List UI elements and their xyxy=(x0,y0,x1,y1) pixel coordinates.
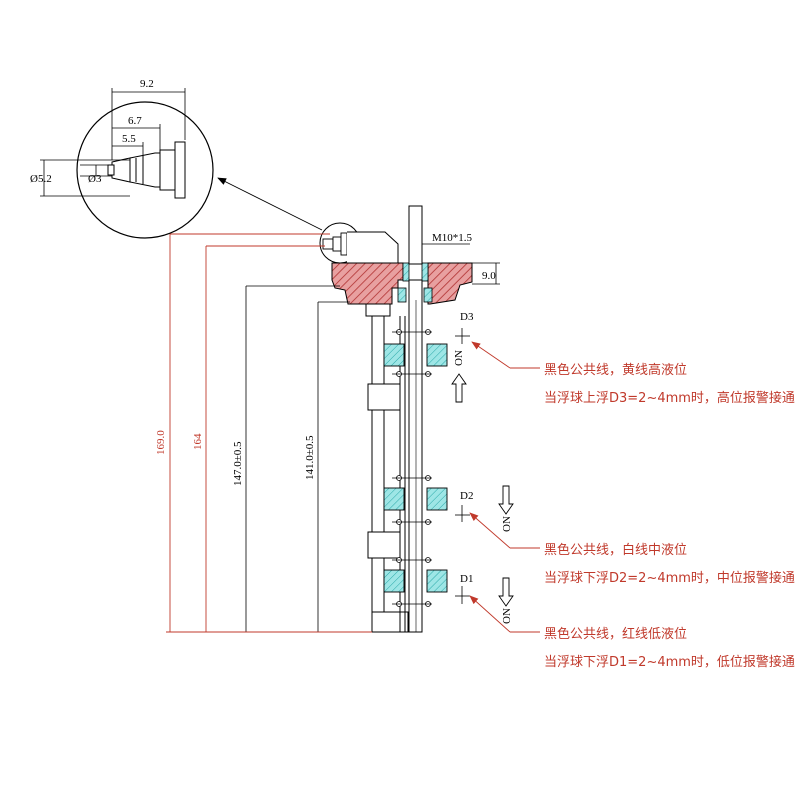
detail-leader xyxy=(217,177,323,231)
flange-height: 9.0 xyxy=(482,270,496,282)
thread-label: M10*1.5 xyxy=(432,232,473,244)
main-dimlines xyxy=(245,243,500,632)
guard xyxy=(365,303,409,633)
on-mid: ON xyxy=(501,516,513,532)
float-low-left xyxy=(383,569,405,593)
note-high-1: 黑色公共线，黄线高液位 xyxy=(544,362,687,378)
float-low-right xyxy=(426,569,448,593)
note-mid-1: 黑色公共线，白线中液位 xyxy=(544,542,687,558)
float-mid-left xyxy=(383,487,405,511)
level-d1: D1 xyxy=(460,573,473,585)
arrow-down-icon-2 xyxy=(498,577,514,607)
dia-3: Ø3 xyxy=(88,173,102,185)
note-low-2: 当浮球下浮D1=2~4mm时，低位报警接通 xyxy=(544,654,795,670)
nozzle xyxy=(322,232,348,256)
note-high-2: 当浮球上浮D3=2~4mm时，高位报警接通 xyxy=(544,390,795,406)
arrow-up-icon xyxy=(451,373,467,403)
on-high: ON xyxy=(453,350,465,366)
on-arrows xyxy=(451,373,514,607)
dim-164: 164 xyxy=(192,433,204,450)
detail-dimlines xyxy=(40,88,186,197)
flange xyxy=(331,262,473,305)
dim-147: 147.0±0.5 xyxy=(232,441,244,486)
note-leaders xyxy=(469,341,540,633)
detail-circle xyxy=(76,101,214,239)
on-low: ON xyxy=(501,608,513,624)
float-mid-right xyxy=(426,487,448,511)
dim-169: 169.0 xyxy=(155,430,167,455)
dim-9-2: 9.2 xyxy=(140,78,154,90)
detail-view: 9.2 6.7 5.5 Ø5.2 Ø3 xyxy=(30,78,214,239)
junction-box xyxy=(347,231,399,264)
dim-141: 141.0±0.5 xyxy=(304,435,316,480)
red-dimlines xyxy=(166,233,372,633)
dia-5-2: Ø5.2 xyxy=(30,173,52,185)
dim-5-5: 5.5 xyxy=(122,133,136,145)
assembly xyxy=(319,205,473,633)
main-tube xyxy=(408,279,423,633)
level-d2: D2 xyxy=(460,490,473,502)
top-stem xyxy=(408,205,423,265)
note-low-1: 黑色公共线，红线低液位 xyxy=(544,626,687,642)
nozzle-detail xyxy=(107,141,186,199)
float-high-left xyxy=(383,343,405,367)
floats xyxy=(383,343,448,593)
note-mid-2: 当浮球下浮D2=2~4mm时，中位报警接通 xyxy=(544,570,795,586)
dim-6-7: 6.7 xyxy=(128,115,142,127)
stop-rings xyxy=(392,329,432,607)
float-high-right xyxy=(426,343,448,367)
level-d3: D3 xyxy=(460,311,474,323)
arrow-down-icon xyxy=(498,485,514,515)
